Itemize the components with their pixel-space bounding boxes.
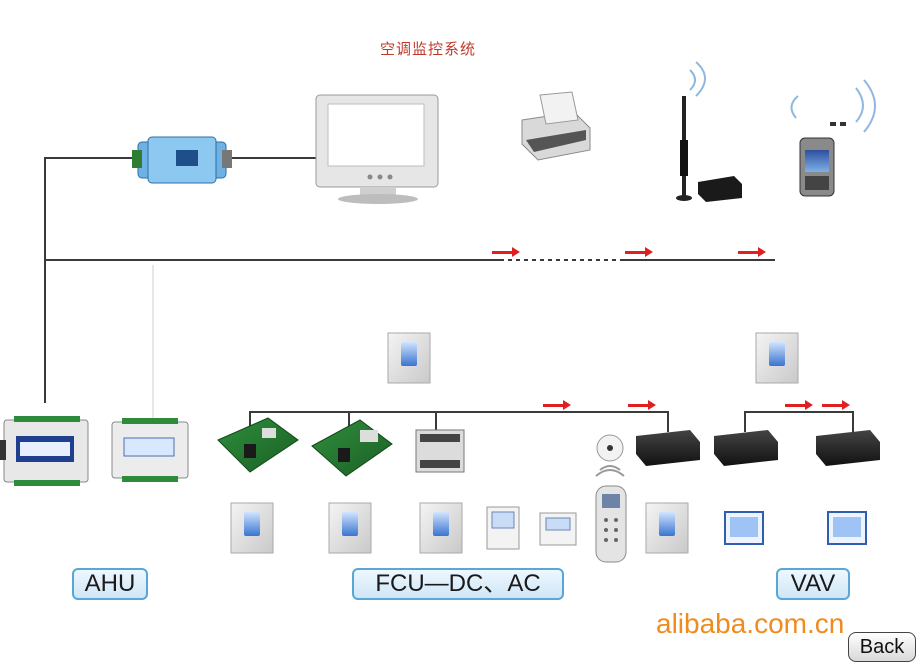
thermostat-panel-icon — [645, 502, 689, 554]
back-button[interactable]: Back — [848, 632, 916, 662]
arrow-icon — [822, 400, 850, 410]
arrow-icon — [738, 247, 766, 257]
thermostat-panel-icon — [755, 332, 799, 384]
rs485-converter-icon — [132, 136, 232, 184]
arrow-icon — [543, 400, 571, 410]
thermostat-panel-icon — [328, 502, 372, 554]
ahu-io-module-icon — [111, 418, 189, 482]
thermostat-small-icon — [486, 506, 520, 550]
computer-monitor-icon — [315, 94, 439, 204]
vav-actuator-icon — [636, 430, 700, 466]
arrow-icon — [492, 247, 520, 257]
arrow-icon — [785, 400, 813, 410]
vav-actuator-icon — [816, 430, 880, 466]
ahu-controller-icon — [0, 416, 89, 486]
vav-group-label: VAV — [776, 568, 850, 600]
thermostat-panel-icon — [387, 332, 431, 384]
diagram-title: 空调监控系统 — [380, 40, 477, 58]
fcu-controller-board-icon — [311, 419, 393, 477]
printer-icon — [521, 91, 591, 161]
thermostat-panel-icon — [419, 502, 463, 554]
watermark: alibaba.com.cn — [656, 608, 845, 639]
vav-actuator-icon — [714, 430, 778, 466]
gsm-module-icon — [676, 61, 742, 202]
thermostat-panel-icon — [230, 502, 274, 554]
network-wiring — [44, 157, 854, 435]
thermostat-small-icon — [539, 512, 577, 546]
arrow-icon — [625, 247, 653, 257]
ir-receiver-icon — [595, 434, 625, 477]
fcu-relay-module-icon — [415, 429, 465, 473]
fcu-controller-board-icon — [217, 417, 299, 473]
remote-control-icon — [595, 485, 627, 563]
mobile-phone-icon — [790, 79, 876, 197]
signal-arrows — [492, 247, 850, 410]
fcu-group-label: FCU—DC、AC — [352, 568, 564, 600]
vav-lcd-thermostat-icon — [827, 511, 867, 545]
vav-lcd-thermostat-icon — [724, 511, 764, 545]
arrow-icon — [628, 400, 656, 410]
ahu-group-label: AHU — [72, 568, 148, 600]
